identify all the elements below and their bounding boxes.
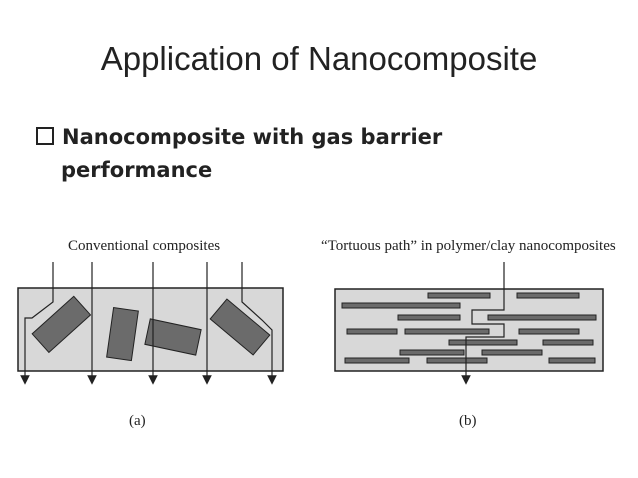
filler-platelet [31,295,92,354]
filler-platelet [144,318,202,356]
slide-title: Application of Nanocomposite [100,40,538,77]
filler-platelet [106,307,139,362]
conventional-composites-panel: Conventional composites (a) [17,238,284,429]
clay-layers [341,292,597,364]
clay-layer [404,328,490,335]
right-panel-label: (b) [459,413,477,429]
bullet-text-line2: performance [61,158,213,182]
gas-paths-a [20,262,277,385]
left-panel-caption: Conventional composites [68,238,220,254]
clay-layer [516,292,580,299]
clay-layer [518,328,580,335]
clay-layer [481,349,543,356]
bullet-text-line1: Nanocomposite with gas barrier [62,125,443,149]
checkbox-icon [36,127,54,145]
left-panel-label: (a) [129,413,146,429]
gas-barrier-figure: Conventional composites (a) “Tortuous pa… [17,238,616,429]
tortuous-path-panel: “Tortuous path” in polymer/clay nanocomp… [321,238,616,429]
clay-layer [542,339,594,346]
right-panel-caption: “Tortuous path” in polymer/clay nanocomp… [321,238,616,254]
clay-layer [448,339,518,346]
filler-platelet [209,298,271,356]
clay-layer [344,357,410,364]
clay-layer [427,292,491,299]
bullet-item: Nanocomposite with gas barrier performan… [36,121,616,187]
clay-layer [341,302,461,309]
clay-layer [548,357,596,364]
clay-layer [397,314,461,321]
clay-layer [426,357,488,364]
clay-layer [399,349,465,356]
clay-layer [346,328,398,335]
tortuous-gas-path [461,262,505,385]
clay-layer [487,314,597,321]
